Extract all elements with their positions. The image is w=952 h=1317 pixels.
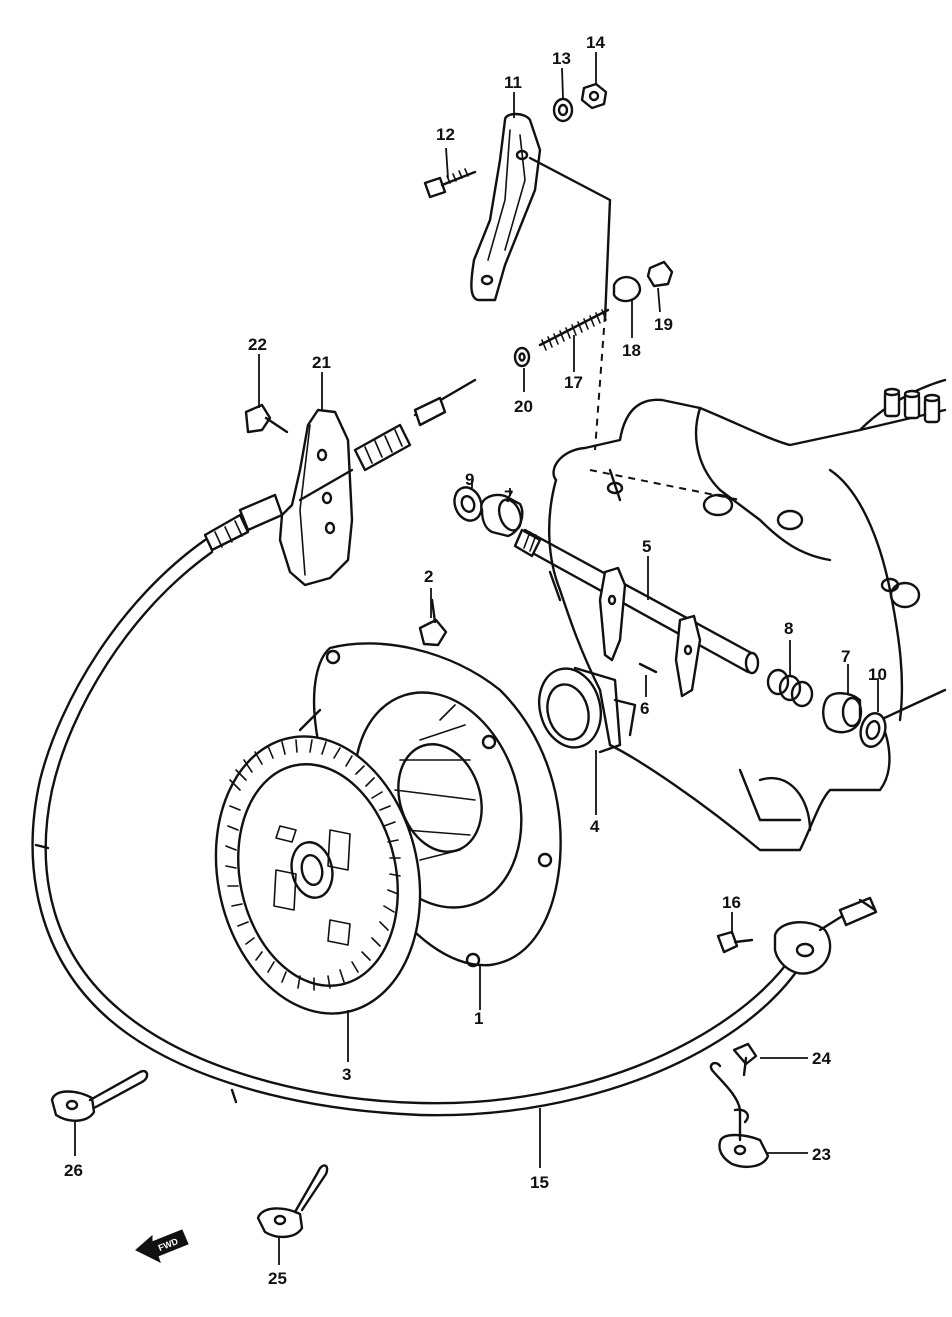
spring-17 — [538, 308, 610, 351]
release-arm-bracket — [470, 112, 612, 322]
callout-labels: 1 2 3 4 5 6 7 7 8 9 10 11 12 13 14 15 16… — [64, 33, 887, 1288]
clamp-23 — [709, 1061, 770, 1168]
callout-8: 8 — [784, 619, 793, 638]
forward-direction-arrow: FWD — [135, 1229, 189, 1263]
callout-4: 4 — [590, 817, 600, 836]
bolt-24 — [732, 1042, 758, 1077]
callout-7-right: 7 — [841, 647, 850, 666]
clamp-25 — [256, 1164, 329, 1239]
washer-20 — [513, 346, 531, 368]
callout-12: 12 — [436, 125, 455, 144]
release-bearing-4 — [538, 666, 637, 754]
callout-23: 23 — [812, 1145, 831, 1164]
seal-10 — [859, 712, 887, 748]
bolt-16 — [716, 930, 754, 954]
spring-8 — [766, 668, 814, 708]
nut-14 — [580, 82, 608, 110]
pin-6 — [638, 662, 658, 674]
callout-1: 1 — [474, 1009, 483, 1028]
nut-13 — [552, 97, 574, 123]
clutch-disc-3 — [214, 735, 422, 1015]
clamp-26 — [50, 1069, 149, 1122]
seal-9 — [453, 486, 483, 522]
callout-16: 16 — [722, 893, 741, 912]
bolt-12 — [423, 168, 477, 199]
callout-2: 2 — [424, 567, 433, 586]
bushing-7-left — [480, 493, 524, 538]
callout-9: 9 — [465, 470, 474, 489]
callout-14: 14 — [586, 33, 605, 52]
callout-25: 25 — [268, 1269, 287, 1288]
callout-7-left: 7 — [504, 487, 513, 506]
bolt-22 — [244, 403, 289, 434]
callout-10: 10 — [868, 665, 887, 684]
bushing-18 — [612, 275, 642, 303]
bushing-7-right — [822, 692, 863, 734]
callout-3: 3 — [342, 1065, 351, 1084]
release-shaft-5 — [513, 528, 760, 698]
callout-13: 13 — [552, 49, 571, 68]
callout-17: 17 — [564, 373, 583, 392]
cable-bracket-21 — [278, 408, 354, 587]
callout-19: 19 — [654, 315, 673, 334]
leader-lines — [74, 52, 879, 1265]
callout-15: 15 — [530, 1173, 549, 1192]
callout-6: 6 — [640, 699, 649, 718]
callout-11: 11 — [504, 73, 522, 92]
callout-26: 26 — [64, 1161, 83, 1180]
clutch-cable-15 — [31, 378, 878, 1117]
callout-18: 18 — [622, 341, 641, 360]
callout-5: 5 — [642, 537, 651, 556]
callout-21: 21 — [312, 353, 331, 372]
bolt-2 — [418, 598, 448, 647]
nut-19 — [646, 260, 674, 288]
callout-24: 24 — [812, 1049, 831, 1068]
callout-22: 22 — [248, 335, 267, 354]
transmission-housing — [548, 314, 947, 852]
callout-20: 20 — [514, 397, 533, 416]
